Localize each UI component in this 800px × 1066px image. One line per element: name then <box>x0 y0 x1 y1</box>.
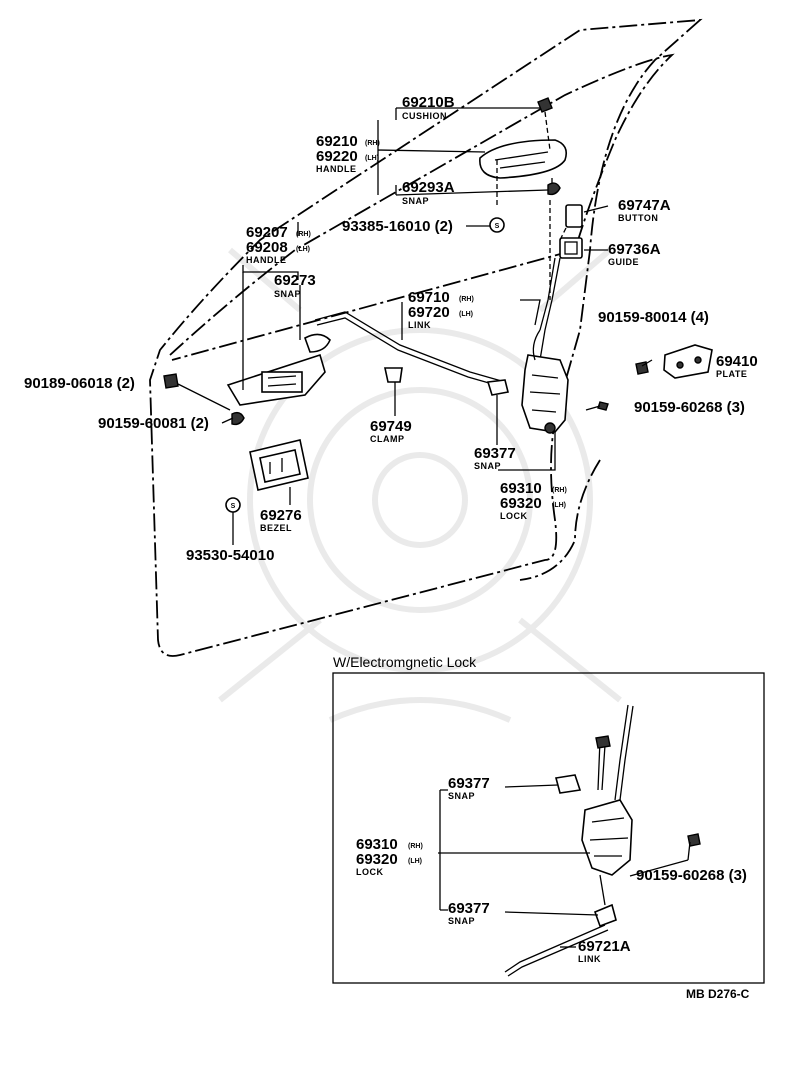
label-69410-num: 69410 <box>716 353 758 370</box>
label-69273-sub: SNAP <box>274 289 301 299</box>
label-69276-sub: BEZEL <box>260 523 292 533</box>
label-69220-tag: (LH) <box>365 155 379 162</box>
label-69310-num: 69310 <box>500 480 542 497</box>
label-69736A-num: 69736A <box>608 241 661 258</box>
inset-label-69310-num: 69310 <box>356 836 398 853</box>
label-90159-60268: 90159-60268 (3) <box>634 399 745 416</box>
inset-label-69320-sub: LOCK <box>356 867 384 877</box>
label-69210B-num: 69210B <box>402 94 455 111</box>
label-69276-num: 69276 <box>260 507 302 524</box>
label-93385-16010: 93385-16010 (2) <box>342 218 453 235</box>
inset-label-69721A-num: 69721A <box>578 938 631 955</box>
label-69749-num: 69749 <box>370 418 412 435</box>
label-69293A: 69293A SNAP <box>402 179 455 206</box>
diagram-reference-code: MB D276-C <box>686 987 750 1001</box>
inset-title: W/Electromgnetic Lock <box>333 654 477 670</box>
clip-symbol-1: S <box>489 217 505 233</box>
label-69747A-num: 69747A <box>618 197 671 214</box>
inset-label-69721A-sub: LINK <box>578 954 601 964</box>
label-69208-sub: HANDLE <box>246 255 287 265</box>
label-69207: 69207 (RH) 69208 (LH) HANDLE <box>246 224 311 265</box>
outer-handle-group <box>479 97 568 300</box>
inset-label-69377-bottom-sub: SNAP <box>448 916 475 926</box>
label-69310: 69310 (RH) 69320 (LH) LOCK <box>500 480 567 521</box>
label-69210B: 69210B CUSHION <box>402 94 455 121</box>
label-69749: 69749 CLAMP <box>370 418 412 444</box>
label-69320-tag: (LH) <box>552 502 566 509</box>
inset-label-69377-top-sub: SNAP <box>448 791 475 801</box>
label-69720-num: 69720 <box>408 304 450 321</box>
bezel-part <box>249 439 309 491</box>
label-69276: 69276 BEZEL <box>260 507 302 533</box>
label-69210B-sub: CUSHION <box>402 111 447 121</box>
label-69220-num: 69220 <box>316 148 358 165</box>
label-69273-num: 69273 <box>274 272 316 289</box>
label-69377-sub: SNAP <box>474 461 501 471</box>
label-69710-tag: (RH) <box>459 296 474 303</box>
label-69749-sub: CLAMP <box>370 434 405 444</box>
label-69710: 69710 (RH) 69720 (LH) LINK <box>408 289 474 330</box>
clip-symbol-text-1: S <box>495 223 500 230</box>
inset-label-69320-tag: (LH) <box>408 858 422 865</box>
label-69736A: 69736A GUIDE <box>608 241 661 267</box>
door-outline <box>149 18 703 657</box>
label-69377: 69377 SNAP <box>474 445 516 471</box>
inner-handle-group <box>226 333 331 406</box>
label-69210-num: 69210 <box>316 133 358 150</box>
label-69207-num: 69207 <box>246 224 288 241</box>
label-69410: 69410 PLATE <box>716 353 758 379</box>
clip-symbol-2: S <box>225 497 241 513</box>
leader-lines <box>232 107 609 545</box>
label-90189-06018: 90189-06018 (2) <box>24 375 135 392</box>
label-69736A-sub: GUIDE <box>608 257 639 267</box>
button-guide-group <box>559 204 583 259</box>
label-69410-sub: PLATE <box>716 369 747 379</box>
label-69207-tag: (RH) <box>296 231 311 238</box>
label-69710-num: 69710 <box>408 289 450 306</box>
inset-label-90159-60268: 90159-60268 (3) <box>636 867 747 884</box>
label-69747A-sub: BUTTON <box>618 213 658 223</box>
label-69220-sub: HANDLE <box>316 164 357 174</box>
label-69720-tag: (LH) <box>459 311 473 318</box>
inner-link-rod <box>314 311 506 388</box>
label-90159-80014: 90159-80014 (4) <box>598 309 709 326</box>
label-93530-54010: 93530-54010 <box>186 547 274 564</box>
label-69208-tag: (LH) <box>296 246 310 253</box>
watermark-logo <box>218 247 622 723</box>
label-69210: 69210 (RH) 69220 (LH) HANDLE <box>316 133 380 174</box>
label-69377-num: 69377 <box>474 445 516 462</box>
label-69747A: 69747A BUTTON <box>618 197 671 223</box>
striker-plate <box>663 344 713 379</box>
inset-label-69310-tag: (RH) <box>408 843 423 850</box>
label-69320-num: 69320 <box>500 495 542 512</box>
inset-label-69320-num: 69320 <box>356 851 398 868</box>
door-lock-assembly <box>520 257 569 434</box>
label-69293A-sub: SNAP <box>402 196 429 206</box>
label-69293A-num: 69293A <box>402 179 455 196</box>
label-90159-60081: 90159-60081 (2) <box>98 415 209 432</box>
clip-symbol-text-2: S <box>231 503 236 510</box>
label-69320-sub: LOCK <box>500 511 528 521</box>
inset-electromagnetic-lock: W/Electromgnetic Lock 69377 SNAP 69310 (… <box>332 654 765 984</box>
label-69720-sub: LINK <box>408 320 431 330</box>
label-69273: 69273 SNAP <box>274 272 316 299</box>
label-69208-num: 69208 <box>246 239 288 256</box>
inset-label-69377-top-num: 69377 <box>448 775 490 792</box>
inset-label-69377-bottom-num: 69377 <box>448 900 490 917</box>
label-69310-tag: (RH) <box>552 487 567 494</box>
label-69210-tag: (RH) <box>365 140 380 147</box>
small-fasteners <box>163 359 653 426</box>
